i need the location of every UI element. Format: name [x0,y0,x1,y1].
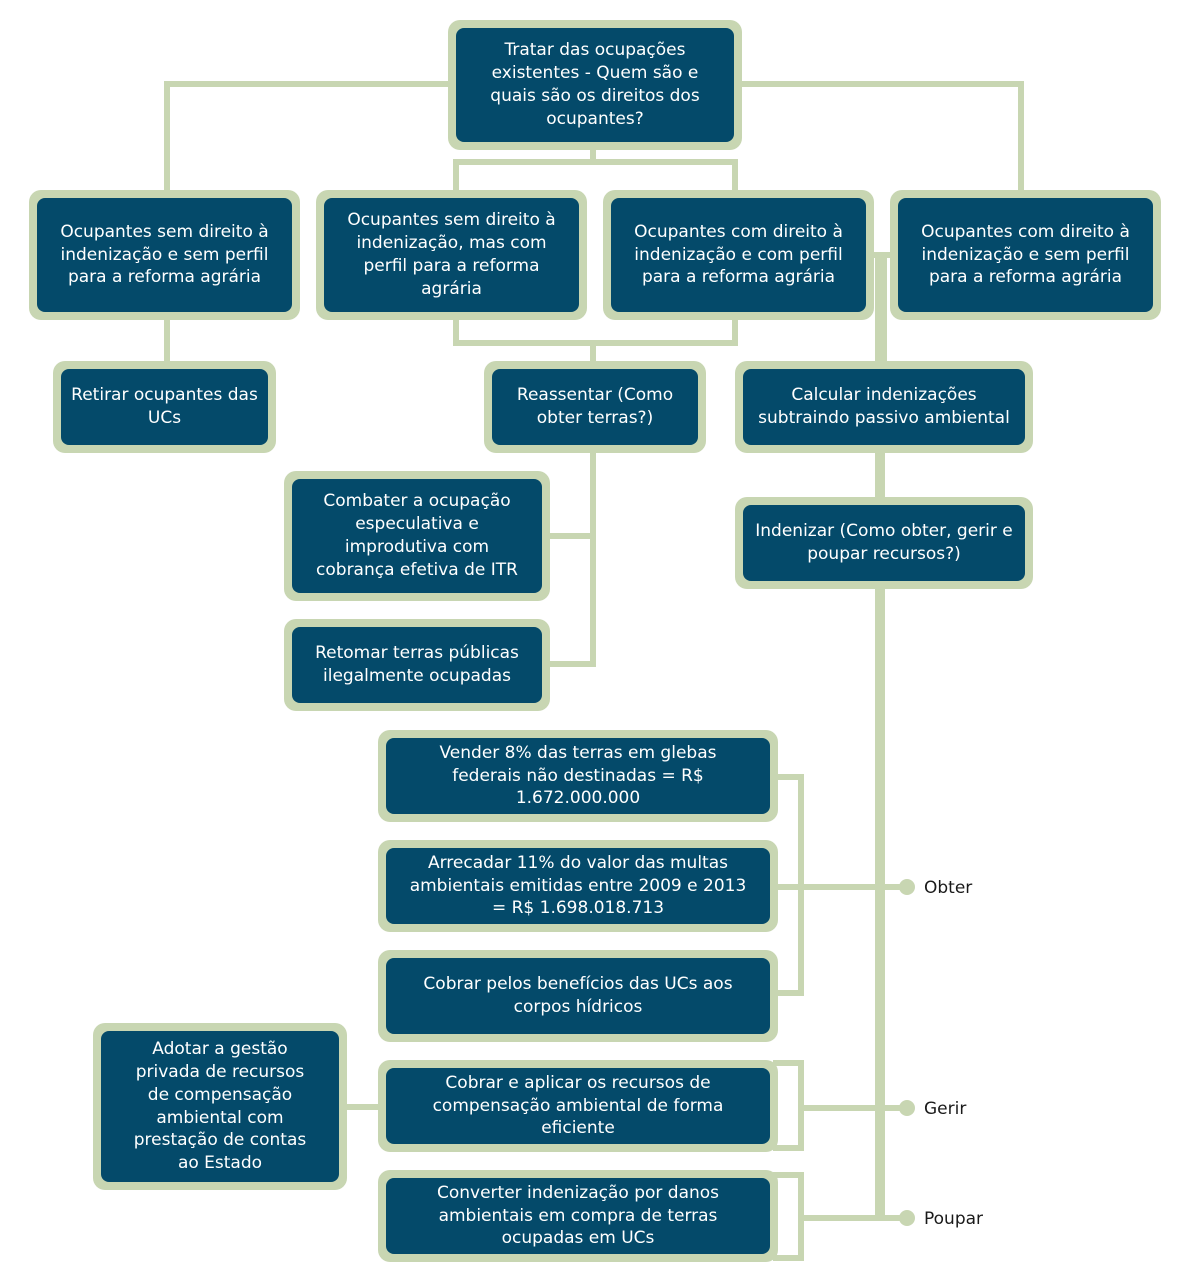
combater-text: Combater a ocupação especulativa e impro… [292,479,542,593]
calcular-text: Calcular indenizações subtraindo passivo… [743,369,1025,445]
indenizar-node: Indenizar (Como obter, gerir e poupar re… [735,497,1033,589]
category-1-text: Ocupantes sem direito à indenização e se… [37,198,292,312]
category-3-text: Ocupantes com direito à indenização e co… [611,198,866,312]
indenizar-text: Indenizar (Como obter, gerir e poupar re… [743,505,1025,581]
category-4-text: Ocupantes com direito à indenização e se… [898,198,1153,312]
category-2-text: Ocupantes sem direito à indenização, mas… [324,198,579,312]
calcular-node: Calcular indenizações subtraindo passivo… [735,361,1033,453]
reassentar-node: Reassentar (Como obter terras?) [484,361,706,453]
connector-root-middle [453,159,738,195]
adotar-text: Adotar a gestão privada de recursos de c… [101,1031,339,1182]
poupar-label: Poupar [924,1209,984,1229]
cobrar-beneficios-node: Cobrar pelos benefícios das UCs aos corp… [378,950,778,1042]
root-node: Tratar das ocupações existentes - Quem s… [448,20,742,150]
converter-text: Converter indenização por danos ambienta… [386,1178,770,1254]
cobrar-aplicar-node: Cobrar e aplicar os recursos de compensa… [378,1060,778,1152]
category-3-node: Ocupantes com direito à indenização e co… [603,190,874,320]
converter-node: Converter indenização por danos ambienta… [378,1170,778,1262]
retomar-text: Retomar terras públicas ilegalmente ocup… [292,627,542,703]
cobrar-aplicar-text: Cobrar e aplicar os recursos de compensa… [386,1068,770,1144]
obter-label: Obter [924,878,973,898]
connector-c2c3-reassentar [453,317,738,346]
gerir-label: Gerir [924,1099,967,1119]
retirar-node: Retirar ocupantes das UCs [53,361,276,453]
poupar-dot [899,1210,915,1226]
combater-node: Combater a ocupação especulativa e impro… [284,471,550,601]
root-text: Tratar das ocupações existentes - Quem s… [456,28,734,142]
connector-reassentar-sub [545,449,596,667]
arrecadar-node: Arrecadar 11% do valor das multas ambien… [378,840,778,932]
arrecadar-text: Arrecadar 11% do valor das multas ambien… [386,848,770,924]
vender-text: Vender 8% das terras em glebas federais … [386,738,770,814]
connector-root-c1 [164,81,452,195]
retirar-text: Retirar ocupantes das UCs [61,369,268,445]
obter-dot [899,879,915,895]
category-2-node: Ocupantes sem direito à indenização, mas… [316,190,587,320]
gerir-dot [899,1100,915,1116]
retomar-node: Retomar terras públicas ilegalmente ocup… [284,619,550,711]
cobrar-beneficios-text: Cobrar pelos benefícios das UCs aos corp… [386,958,770,1034]
category-1-node: Ocupantes sem direito à indenização e se… [29,190,300,320]
connector-root-c4 [738,81,1024,195]
reassentar-text: Reassentar (Como obter terras?) [492,369,698,445]
vender-node: Vender 8% das terras em glebas federais … [378,730,778,822]
adotar-node: Adotar a gestão privada de recursos de c… [93,1023,347,1190]
category-4-node: Ocupantes com direito à indenização e se… [890,190,1161,320]
